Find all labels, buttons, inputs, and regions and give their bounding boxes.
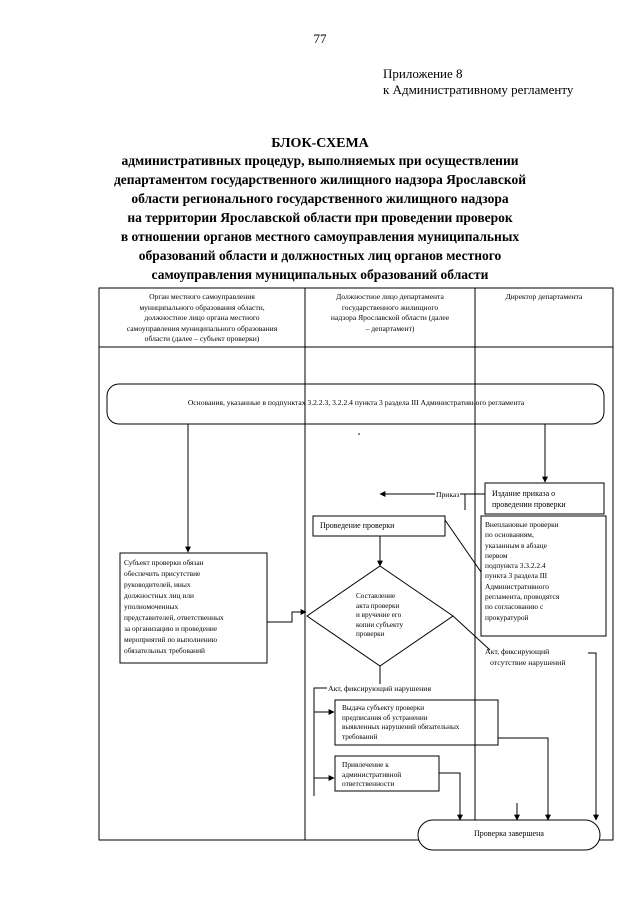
liability-text: Привлечение к административной ответстве… (342, 760, 402, 789)
completed-box (417, 819, 601, 851)
arrow-subject-to-act (267, 609, 307, 623)
arrow-no-violations-to-completed (588, 652, 599, 821)
page-number: 77 (313, 31, 327, 46)
grounds-box (106, 383, 605, 425)
unscheduled-box (480, 515, 607, 637)
order-fix-text: Выдача субъекту проверки предписания об … (342, 704, 460, 741)
flowchart-subtitle-line-7: самоуправления муниципальных образований… (151, 267, 489, 282)
flowchart-subtitle-line-2: департаментом государственного жилищного… (113, 172, 527, 187)
order-issue-box (484, 482, 605, 515)
flowchart-subtitle-line-1: административных процедур, выполняемых п… (121, 153, 519, 168)
flowchart-title: БЛОК-СХЕМА (271, 136, 369, 151)
flowchart-subtitle-line-3: области регионального государственного ж… (131, 191, 509, 206)
order-issue-text: Издание приказа о проведении проверки (492, 489, 566, 509)
column-header-official: Должностное лицо департамента государств… (330, 292, 450, 333)
completed-text: Проверка завершена (474, 829, 544, 838)
diagonal-connector-1 (444, 519, 482, 573)
arrow-liability-to-completed (439, 772, 463, 821)
grounds-text: Основания, указанные в подпунктах 3.2.2.… (187, 398, 525, 407)
inspection-text: Проведение проверки (320, 521, 395, 530)
flowchart-subtitle-line-4: на территории Ярославской области при пр… (127, 210, 513, 225)
inspection-box (312, 515, 446, 537)
appendix-reference: к Административному регламенту (383, 82, 574, 97)
table-frame (98, 287, 614, 841)
column-header-subject: Орган местного самоуправления муниципаль… (126, 292, 278, 343)
subject-duty-text: Субъект проверки обязан обеспечить прису… (124, 558, 224, 655)
act-no-violations-text: Акт, фиксирующий отсутствие нарушений (485, 647, 566, 667)
act-violations-label: Акт, фиксирующий нарушения (327, 684, 433, 694)
subject-duty-box (119, 552, 268, 664)
diagonal-connector-2 (452, 615, 491, 651)
order-label: Приказ (435, 490, 461, 500)
flowchart-subtitle-line-5: в отношении органов местного самоуправле… (120, 229, 520, 244)
order-fix-box (334, 699, 499, 746)
act-compose-text: Составление акта проверки и вручение его… (356, 592, 404, 639)
unscheduled-text: Внеплановые проверки по основаниям, указ… (485, 520, 560, 622)
column-header-director: Директор департамента (505, 292, 583, 301)
flowchart-subtitle-line-6: образований области и должностных лиц ор… (138, 248, 502, 263)
appendix-label: Приложение 8 (383, 66, 463, 81)
arrow-order-fix-to-completed (498, 737, 551, 821)
